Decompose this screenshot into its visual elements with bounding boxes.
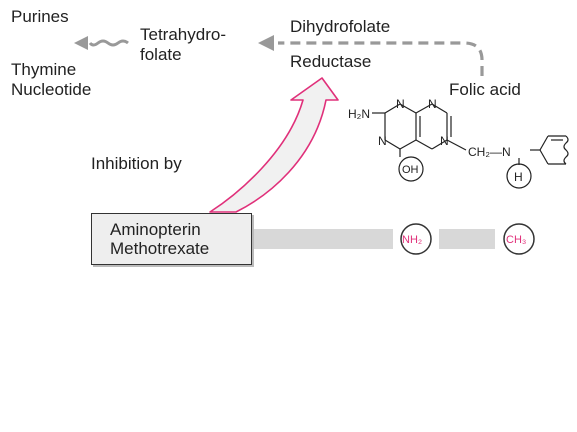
dashed-arrow (258, 35, 484, 76)
drug-methotrexate: Methotrexate (110, 239, 210, 258)
drug-box: Aminopterin Methotrexate (91, 213, 252, 265)
svg-text:NH₂: NH₂ (402, 234, 422, 246)
reductase-label: Reductase (290, 52, 372, 71)
inhibition-arrow (209, 77, 339, 213)
inhibition-by-label: Inhibition by (91, 154, 182, 173)
wavy-arrow (74, 36, 129, 50)
svg-text:OH: OH (402, 164, 419, 176)
ch3-group: CH₃ (503, 223, 535, 255)
nh2-group: NH₂ (400, 223, 432, 255)
svg-text:N: N (378, 134, 387, 148)
svg-text:N: N (428, 97, 437, 111)
svg-text:H₂N: H₂N (348, 107, 370, 121)
svg-text:N: N (396, 97, 405, 111)
svg-text:CH₂—N: CH₂—N (468, 145, 511, 159)
svg-text:CH₃: CH₃ (506, 234, 526, 246)
bar-right (439, 229, 495, 249)
svg-text:H: H (514, 170, 523, 184)
tetrahydro-label: Tetrahydro- (140, 25, 226, 44)
purines-label: Purines (11, 7, 69, 26)
structure-labels: H₂N N N N N OH CH₂—N H (348, 97, 523, 184)
folate-label: folate (140, 45, 182, 64)
dihydrofolate-label: Dihydrofolate (290, 17, 391, 36)
svg-text:N: N (440, 134, 449, 148)
thymine-label: Thymine (11, 60, 77, 79)
nucleotide-label: Nucleotide (11, 80, 92, 99)
folic-acid-structure (372, 103, 569, 189)
bar-left (252, 229, 393, 249)
folic-acid-label: Folic acid (449, 80, 521, 99)
drug-aminopterin: Aminopterin (110, 220, 201, 239)
